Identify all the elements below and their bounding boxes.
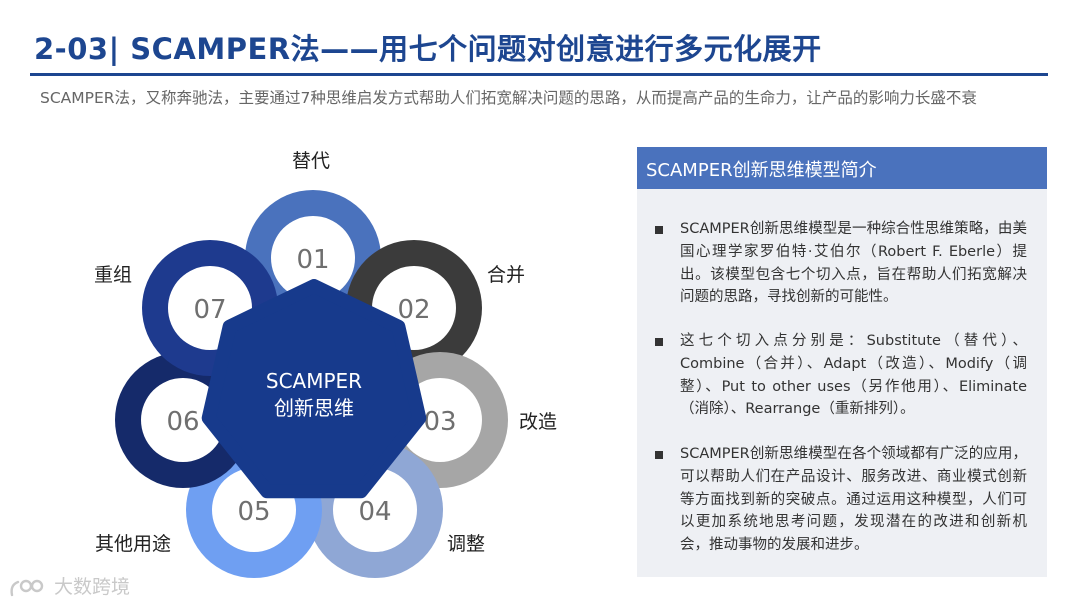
- petal-disc-01: [271, 216, 355, 300]
- center-label-line1: SCAMPER: [266, 369, 362, 393]
- panel-heading: SCAMPER创新思维模型简介: [637, 147, 1047, 189]
- petal-disc-06: [141, 378, 225, 462]
- watermark-logo-icon: [8, 577, 46, 599]
- title-rule: [30, 73, 1048, 76]
- bullet-item-2: 这七个切入点分别是：Substitute（替代）、Combine（合并）、Ada…: [655, 330, 1027, 421]
- bullet-item-3: SCAMPER创新思维模型在各个领域都有广泛的应用，可以帮助人们在产品设计、服务…: [655, 443, 1027, 557]
- page-title: 2-03| SCAMPER法——用七个问题对创意进行多元化展开: [34, 32, 822, 66]
- bullet-text-3: SCAMPER创新思维模型在各个领域都有广泛的应用，可以帮助人们在产品设计、服务…: [680, 446, 1027, 554]
- bullet-item-1: SCAMPER创新思维模型是一种综合性思维策略，由美国心理学家罗伯特·艾伯尔（R…: [655, 218, 1027, 309]
- petal-label-02: 合并: [487, 264, 526, 286]
- petal-number-06: 06: [166, 407, 199, 437]
- petal-number-05: 05: [237, 497, 270, 527]
- bullet-text-1: SCAMPER创新思维模型是一种综合性思维策略，由美国心理学家罗伯特·艾伯尔（R…: [680, 221, 1027, 306]
- center-heptagon: [201, 279, 427, 499]
- petal-number-01: 01: [296, 245, 329, 275]
- bullet-square-icon: [655, 338, 663, 346]
- panel-body: SCAMPER创新思维模型是一种综合性思维策略，由美国心理学家罗伯特·艾伯尔（R…: [637, 189, 1047, 577]
- bullet-text-2: 这七个切入点分别是：Substitute（替代）、Combine（合并）、Ada…: [680, 333, 1027, 418]
- intro-text: SCAMPER法，又称奔驰法，主要通过7种思维启发方式帮助人们拓宽解决问题的思路…: [40, 89, 977, 107]
- bullet-square-icon: [655, 451, 663, 459]
- center-label-line2: 创新思维: [274, 396, 354, 420]
- watermark-text: 大数跨境: [54, 576, 131, 598]
- petal-number-07: 07: [193, 295, 226, 325]
- petal-label-01: 替代: [292, 150, 331, 172]
- petal-label-07: 重组: [94, 264, 133, 286]
- petal-label-05: 其他用途: [95, 533, 172, 555]
- petal-label-04: 调整: [447, 533, 486, 555]
- petal-number-04: 04: [358, 497, 391, 527]
- panel-heading-text: SCAMPER创新思维模型简介: [646, 160, 877, 181]
- petal-label-03: 改造: [519, 411, 558, 433]
- watermark: 大数跨境: [8, 572, 130, 599]
- petal-number-02: 02: [397, 295, 430, 325]
- bullet-square-icon: [655, 226, 663, 234]
- petal-number-03: 03: [423, 407, 456, 437]
